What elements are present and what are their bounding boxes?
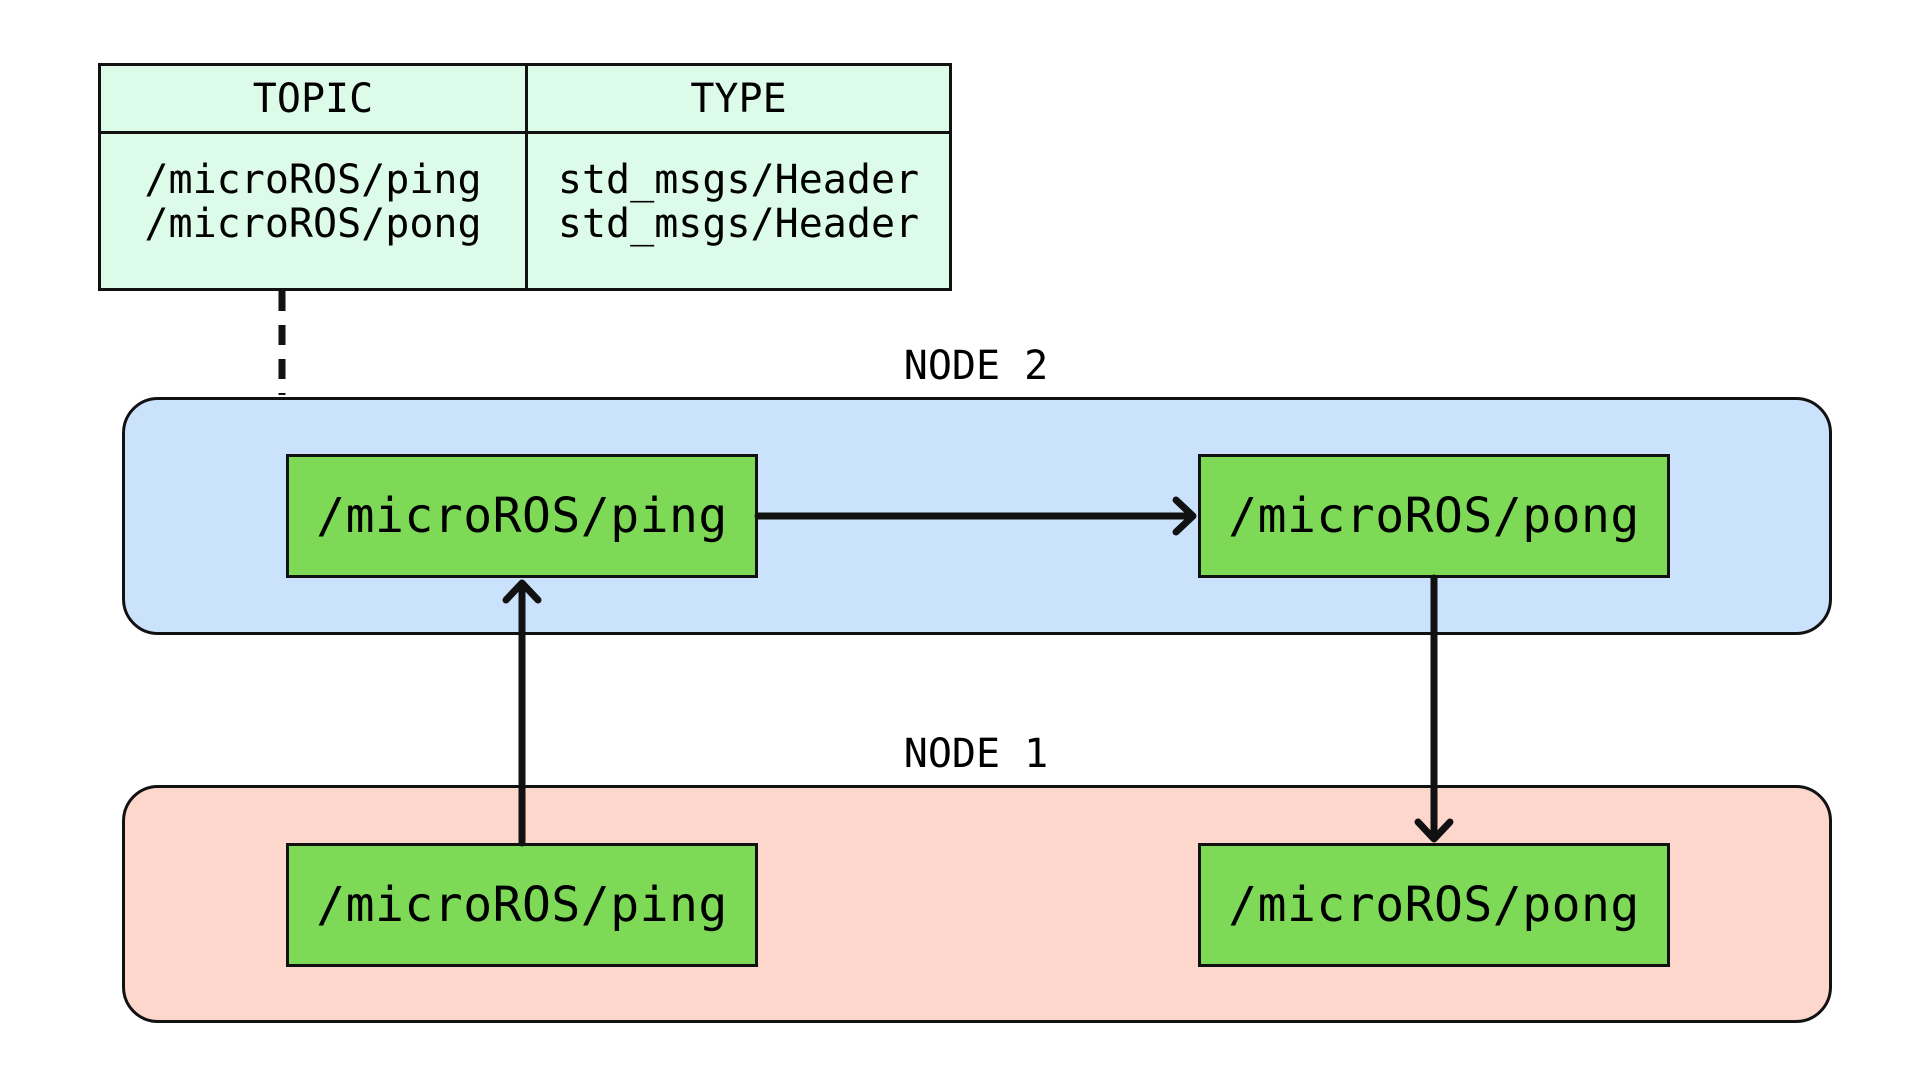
node2-ping-topic: /microROS/ping [286, 454, 758, 578]
node1-ping-topic: /microROS/ping [286, 843, 758, 967]
table-header-type: TYPE [528, 66, 949, 134]
topic-type-table: TOPIC TYPE /microROS/ping /microROS/pong… [98, 63, 952, 291]
table-row-topic: /microROS/ping [144, 157, 482, 203]
table-type-column: std_msgs/Header std_msgs/Header [528, 134, 949, 288]
table-row-type: std_msgs/Header [557, 201, 920, 247]
node2-label: NODE 2 [903, 343, 1049, 389]
table-row-topic: /microROS/pong [144, 201, 482, 247]
node2-pong-topic: /microROS/pong [1198, 454, 1670, 578]
table-header-topic: TOPIC [101, 66, 528, 134]
node1-label: NODE 1 [903, 731, 1049, 777]
node1-pong-topic: /microROS/pong [1198, 843, 1670, 967]
table-topic-column: /microROS/ping /microROS/pong [101, 134, 528, 288]
table-row-type: std_msgs/Header [557, 157, 920, 203]
